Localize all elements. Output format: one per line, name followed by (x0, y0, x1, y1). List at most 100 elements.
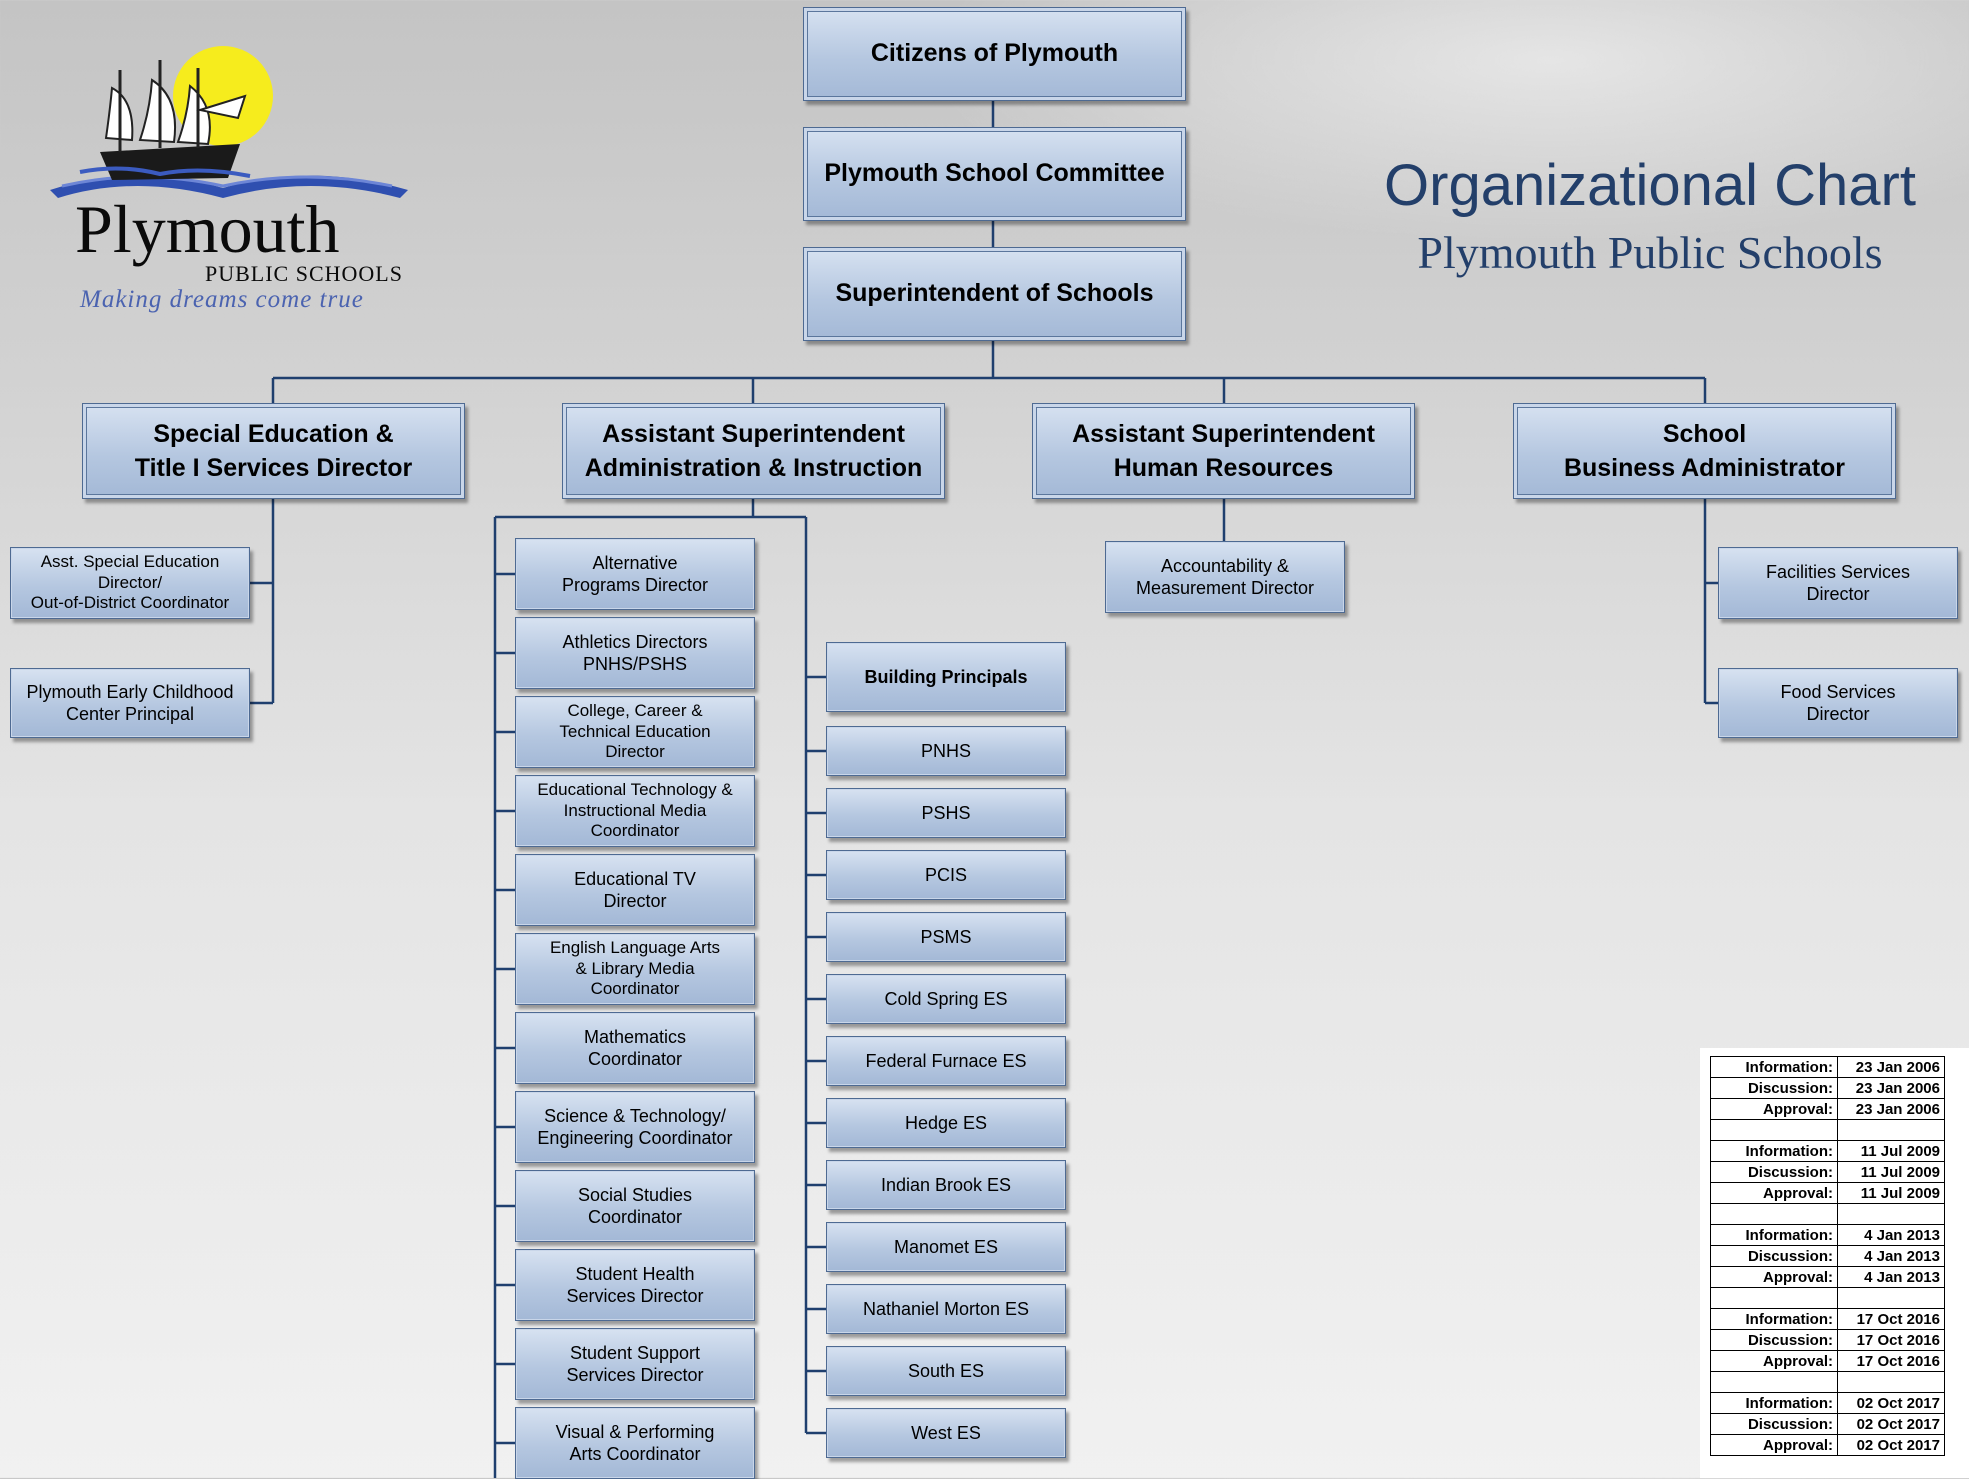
admin-report-box: Educational Technology & Instructional M… (515, 775, 755, 847)
approval-date: 17 Oct 2016 (1837, 1329, 1945, 1351)
approval-row: Information:02 Oct 2017 (1710, 1392, 1945, 1414)
approval-label (1710, 1203, 1838, 1225)
approval-date: 4 Jan 2013 (1837, 1224, 1945, 1246)
school-box: South ES (826, 1346, 1066, 1396)
approval-label: Information: (1710, 1308, 1838, 1330)
approval-row: Approval:11 Jul 2009 (1710, 1182, 1945, 1204)
school-box: PNHS (826, 726, 1066, 776)
node-school-committee: Plymouth School Committee (803, 127, 1186, 221)
node-food-services-director: Food Services Director (1718, 668, 1958, 738)
approval-label (1710, 1119, 1838, 1141)
approval-label: Information: (1710, 1224, 1838, 1246)
node-citizens: Citizens of Plymouth (803, 7, 1186, 101)
node-early-childhood-principal: Plymouth Early Childhood Center Principa… (10, 668, 250, 738)
node-business-admin: School Business Administrator (1513, 403, 1896, 499)
approval-label: Discussion: (1710, 1413, 1838, 1435)
approval-label (1710, 1371, 1838, 1393)
node-asst-supt-hr: Assistant Superintendent Human Resources (1032, 403, 1415, 499)
approval-row: Discussion:17 Oct 2016 (1710, 1329, 1945, 1351)
approval-label: Discussion: (1710, 1245, 1838, 1267)
approval-date (1837, 1287, 1945, 1309)
school-box: Manomet ES (826, 1222, 1066, 1272)
approval-row: Discussion:4 Jan 2013 (1710, 1245, 1945, 1267)
approval-row: Information:17 Oct 2016 (1710, 1308, 1945, 1330)
approval-row: Approval:17 Oct 2016 (1710, 1350, 1945, 1372)
sailing-ship-logo-icon (50, 46, 408, 198)
logo-tagline: Making dreams come true (80, 286, 364, 313)
admin-report-box: Alternative Programs Director (515, 538, 755, 610)
approval-label: Discussion: (1710, 1329, 1838, 1351)
node-building-principals: Building Principals (826, 642, 1066, 712)
approval-row: Discussion:11 Jul 2009 (1710, 1161, 1945, 1183)
admin-report-box: College, Career & Technical Education Di… (515, 696, 755, 768)
school-box: Hedge ES (826, 1098, 1066, 1148)
admin-report-box: Social Studies Coordinator (515, 1170, 755, 1242)
node-superintendent: Superintendent of Schools (803, 247, 1186, 341)
approval-row: Information:11 Jul 2009 (1710, 1140, 1945, 1162)
approval-date (1837, 1203, 1945, 1225)
approval-date (1837, 1371, 1945, 1393)
school-box: Indian Brook ES (826, 1160, 1066, 1210)
approval-row: Discussion:23 Jan 2006 (1710, 1077, 1945, 1099)
school-box: Federal Furnace ES (826, 1036, 1066, 1086)
admin-report-box: English Language Arts & Library Media Co… (515, 933, 755, 1005)
school-box: Cold Spring ES (826, 974, 1066, 1024)
approval-row (1710, 1203, 1945, 1225)
logo-name: Plymouth (75, 191, 340, 267)
approval-date: 17 Oct 2016 (1837, 1308, 1945, 1330)
approval-date: 17 Oct 2016 (1837, 1350, 1945, 1372)
approval-date: 23 Jan 2006 (1837, 1056, 1945, 1078)
node-facilities-director: Facilities Services Director (1718, 547, 1958, 619)
approval-label: Discussion: (1710, 1077, 1838, 1099)
school-box: PSMS (826, 912, 1066, 962)
approval-label: Discussion: (1710, 1161, 1838, 1183)
approval-row (1710, 1287, 1945, 1309)
approval-label: Approval: (1710, 1266, 1838, 1288)
approval-row: Approval:02 Oct 2017 (1710, 1434, 1945, 1456)
approval-date: 23 Jan 2006 (1837, 1077, 1945, 1099)
approval-label: Approval: (1710, 1434, 1838, 1456)
admin-report-box: Student Support Services Director (515, 1328, 755, 1400)
admin-report-box: Athletics Directors PNHS/PSHS (515, 617, 755, 689)
approval-label: Approval: (1710, 1098, 1838, 1120)
school-box: West ES (826, 1408, 1066, 1458)
approval-row (1710, 1371, 1945, 1393)
admin-report-box: Mathematics Coordinator (515, 1012, 755, 1084)
node-asst-sped-director: Asst. Special Education Director/ Out-of… (10, 547, 250, 619)
approval-row: Approval:23 Jan 2006 (1710, 1098, 1945, 1120)
approval-date: 23 Jan 2006 (1837, 1098, 1945, 1120)
chart-title: Organizational Chart (1384, 153, 1916, 218)
school-box: PCIS (826, 850, 1066, 900)
approval-label: Information: (1710, 1056, 1838, 1078)
approval-row: Information:23 Jan 2006 (1710, 1056, 1945, 1078)
approval-date: 02 Oct 2017 (1837, 1392, 1945, 1414)
admin-report-box: Student Health Services Director (515, 1249, 755, 1321)
approval-date: 02 Oct 2017 (1837, 1413, 1945, 1435)
approval-date (1837, 1119, 1945, 1141)
school-box: Nathaniel Morton ES (826, 1284, 1066, 1334)
approval-date: 4 Jan 2013 (1837, 1266, 1945, 1288)
approval-label: Approval: (1710, 1182, 1838, 1204)
approval-row: Approval:4 Jan 2013 (1710, 1266, 1945, 1288)
approval-date: 11 Jul 2009 (1837, 1182, 1945, 1204)
approval-label: Information: (1710, 1392, 1838, 1414)
approval-label: Approval: (1710, 1350, 1838, 1372)
admin-report-box: Educational TV Director (515, 854, 755, 926)
approval-row: Information:4 Jan 2013 (1710, 1224, 1945, 1246)
approval-row (1710, 1119, 1945, 1141)
node-sped-director: Special Education & Title I Services Dir… (82, 403, 465, 499)
approval-date: 4 Jan 2013 (1837, 1245, 1945, 1267)
approval-date: 11 Jul 2009 (1837, 1140, 1945, 1162)
logo-subname: PUBLIC SCHOOLS (205, 261, 403, 286)
approval-label: Information: (1710, 1140, 1838, 1162)
admin-report-box: Science & Technology/ Engineering Coordi… (515, 1091, 755, 1163)
approval-date: 11 Jul 2009 (1837, 1161, 1945, 1183)
approval-date: 02 Oct 2017 (1837, 1434, 1945, 1456)
admin-report-box: Visual & Performing Arts Coordinator (515, 1407, 755, 1479)
node-asst-supt-admin: Assistant Superintendent Administration … (562, 403, 945, 499)
approval-label (1710, 1287, 1838, 1309)
node-accountability-director: Accountability & Measurement Director (1105, 541, 1345, 613)
